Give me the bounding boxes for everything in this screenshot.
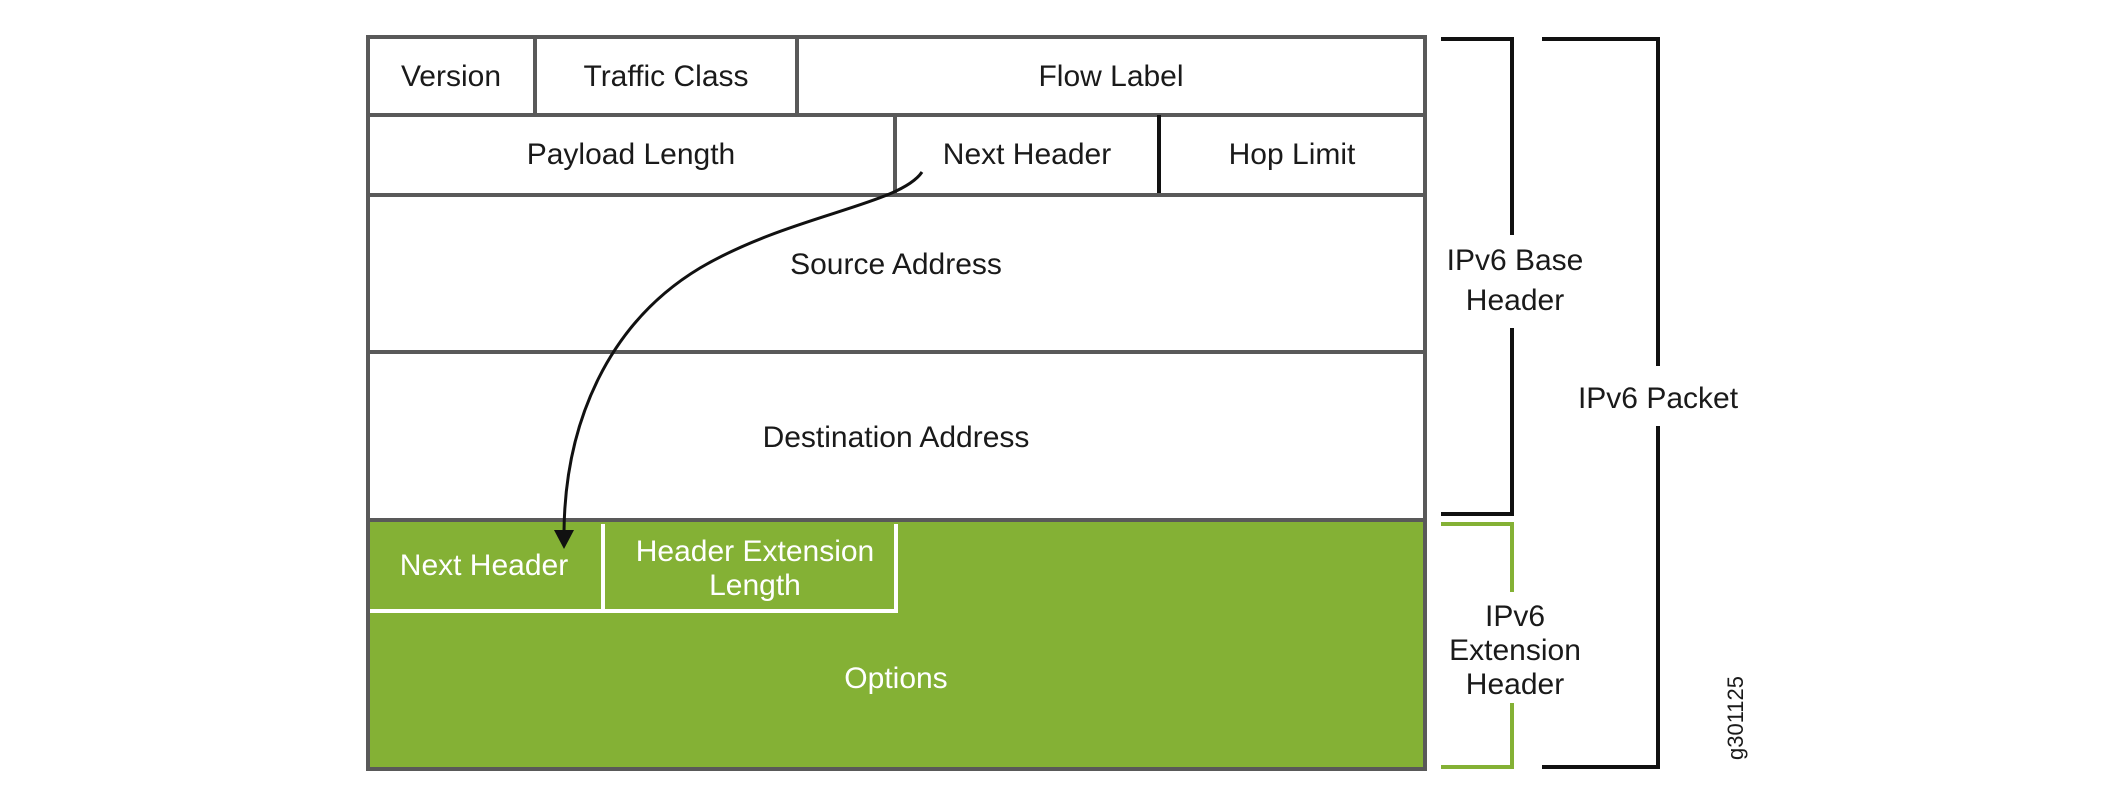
options-label: Options <box>844 662 947 695</box>
figure-id: g301125 <box>1723 676 1748 760</box>
next-header-arrow <box>554 171 924 549</box>
base-header-row2: Payload Length Next Header Hop Limit <box>366 113 1427 197</box>
ext-header-length-label-line2: Length <box>709 569 801 602</box>
traffic-class-field <box>533 35 799 117</box>
next-header-arrow-curve <box>562 171 924 533</box>
extension-bracket-top <box>1441 522 1514 592</box>
extension-bracket-bottom <box>1441 703 1514 769</box>
destination-address-field <box>366 350 1427 522</box>
extension-label-line3: Header <box>1466 668 1564 701</box>
extension-header-bracket: IPv6 Extension Header <box>1441 522 1581 769</box>
base-header-label-line2: Header <box>1466 284 1564 317</box>
packet-bracket: IPv6 Packet <box>1542 37 1739 769</box>
flow-label-label: Flow Label <box>1038 60 1183 93</box>
ext-next-header-label: Next Header <box>400 549 568 582</box>
ext-field-divider <box>370 524 898 613</box>
payload-length-label: Payload Length <box>527 138 736 171</box>
extension-label-line2: Extension <box>1449 634 1581 667</box>
source-address-label: Source Address <box>790 248 1002 281</box>
destination-address-label: Destination Address <box>763 421 1030 454</box>
extension-label-line1: IPv6 <box>1485 600 1545 633</box>
next-header-label: Next Header <box>943 138 1111 171</box>
base-header-label-line1: IPv6 Base <box>1447 244 1584 277</box>
next-header-arrowhead <box>554 530 574 549</box>
ext-header-length-label-line1: Header Extension <box>636 535 874 568</box>
version-label: Version <box>401 60 501 93</box>
source-address-field <box>366 193 1427 354</box>
traffic-class-label: Traffic Class <box>583 60 748 93</box>
packet-bracket-bottom <box>1542 426 1660 769</box>
packet-bracket-top <box>1542 37 1660 366</box>
hop-limit-label: Hop Limit <box>1229 138 1356 171</box>
packet-label: IPv6 Packet <box>1578 382 1739 415</box>
base-header-bracket: IPv6 Base Header <box>1441 37 1584 516</box>
base-header-bracket-top <box>1441 37 1514 235</box>
base-header-row1: Version Traffic Class Flow Label <box>366 35 1427 117</box>
version-field <box>366 35 537 117</box>
extension-header: Next Header Header Extension Length Opti… <box>366 518 1427 771</box>
base-header-bracket-bottom <box>1441 328 1514 516</box>
